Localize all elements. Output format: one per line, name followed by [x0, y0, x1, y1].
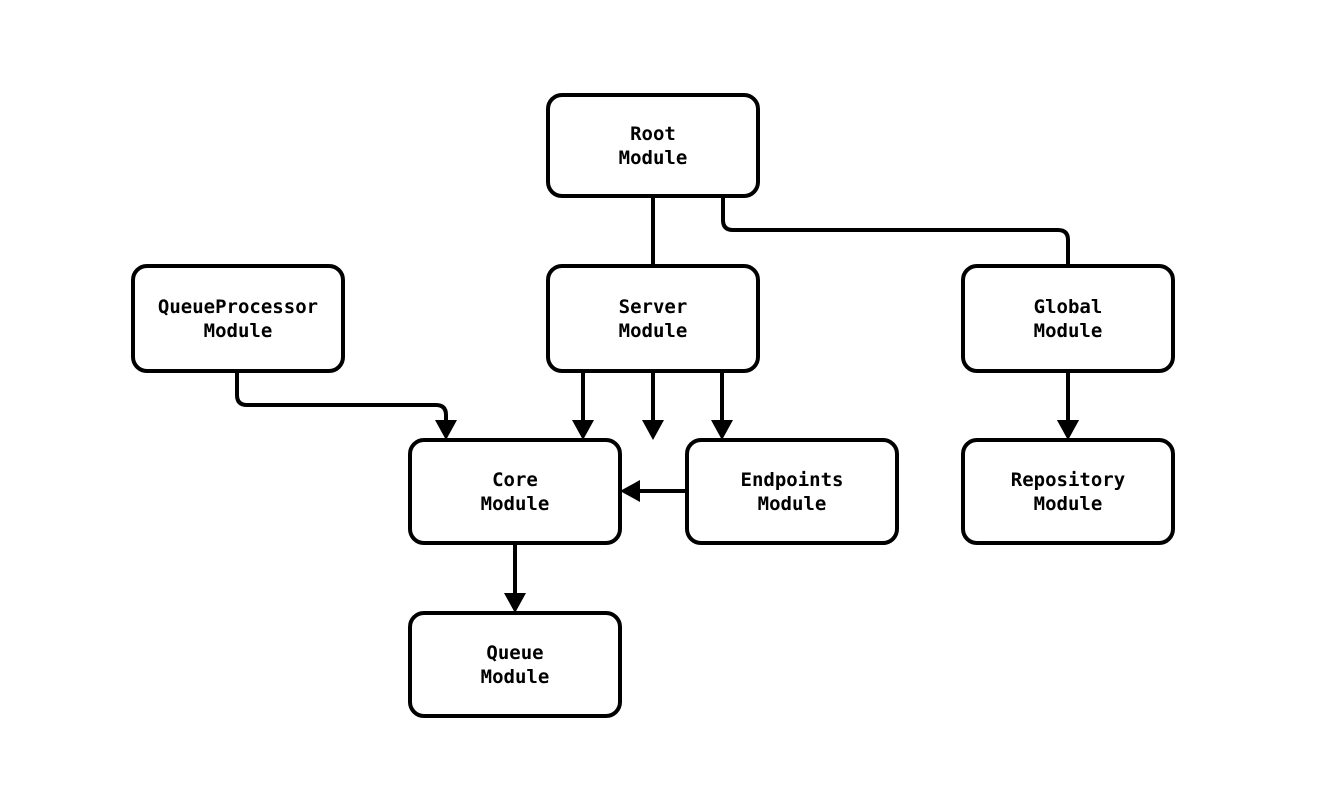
arrow-head-icon: [504, 593, 526, 613]
arrow-head-icon: [435, 420, 457, 440]
node-label-line1: Core: [492, 469, 538, 491]
node-label-line1: QueueProcessor: [158, 296, 318, 318]
node-label-line2: Module: [758, 493, 827, 515]
node-label-line2: Module: [1034, 493, 1103, 515]
edge-server-to-endpoints: [711, 371, 733, 440]
arrow-head-icon: [711, 420, 733, 440]
edge-server-to-core: [572, 371, 594, 440]
node-box[interactable]: [961, 438, 1175, 545]
node-label-line1: Server: [619, 296, 688, 318]
arrow-head-icon: [642, 420, 664, 440]
node-label-line2: Module: [619, 147, 688, 169]
node-box[interactable]: [546, 93, 760, 198]
node-box[interactable]: [408, 611, 622, 718]
arrow-head-icon: [1057, 420, 1079, 440]
node-label-line1: Endpoints: [741, 469, 844, 491]
edge-endpoints-to-core: [620, 480, 687, 502]
edge-queueprocessor-to-core: [235, 371, 457, 440]
node-label-line2: Module: [481, 493, 550, 515]
node-box[interactable]: [131, 264, 345, 373]
node-label-line2: Module: [204, 320, 273, 342]
node-label-line2: Module: [1034, 320, 1103, 342]
node-label-line2: Module: [481, 666, 550, 688]
edges-layer: [235, 196, 1079, 613]
arrow-head-icon: [572, 420, 594, 440]
node-box[interactable]: [685, 438, 899, 545]
edge-line: [721, 196, 1070, 432]
nodes-layer: RootModuleQueueProcessorModuleServerModu…: [131, 93, 1175, 718]
arrow-head-icon: [620, 480, 640, 502]
node-label-line1: Root: [630, 123, 676, 145]
node-box[interactable]: [408, 438, 622, 545]
node-label-line1: Queue: [486, 642, 543, 664]
node-box[interactable]: [546, 264, 760, 373]
edge-global-to-repository: [1057, 371, 1079, 440]
edge-line: [235, 371, 448, 432]
edge-core-to-queue: [504, 543, 526, 613]
node-box[interactable]: [961, 264, 1175, 373]
node-label-line1: Repository: [1011, 469, 1125, 491]
node-label-line2: Module: [619, 320, 688, 342]
node-label-line1: Global: [1034, 296, 1103, 318]
